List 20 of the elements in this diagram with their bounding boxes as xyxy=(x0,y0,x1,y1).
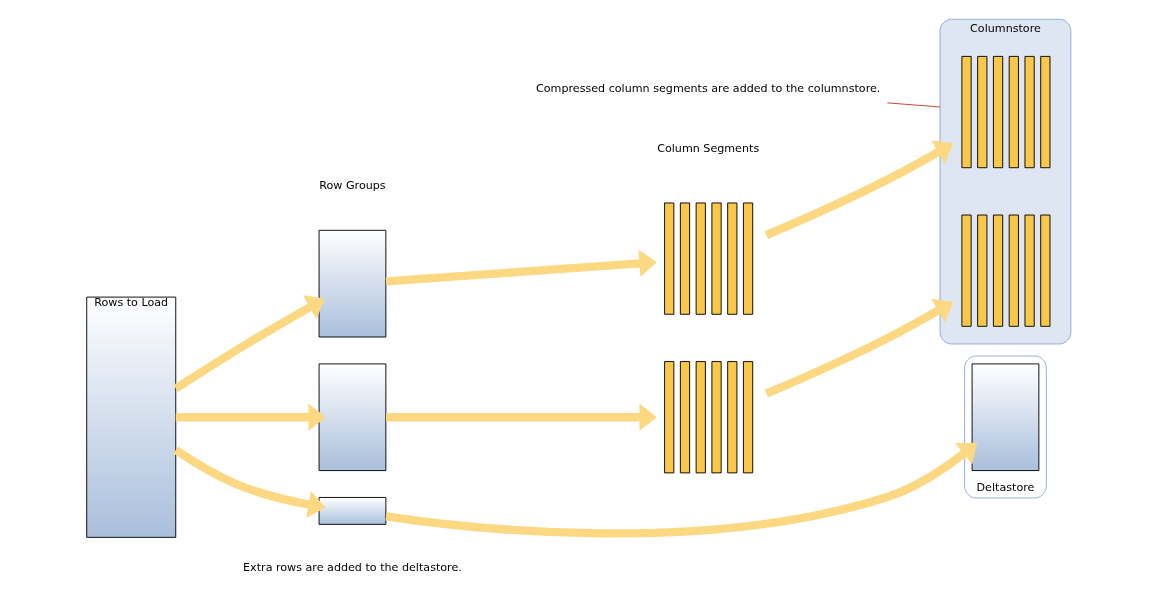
node-box xyxy=(318,229,387,338)
arrow xyxy=(385,249,657,286)
arrow xyxy=(385,442,978,538)
label: Row Groups xyxy=(319,179,386,193)
arrow xyxy=(173,295,325,392)
node-box: Rows to Load xyxy=(86,296,177,538)
node-box xyxy=(971,363,1040,472)
node-box xyxy=(318,363,387,472)
arrow xyxy=(764,140,954,239)
cluster: Columnstore xyxy=(939,18,1072,345)
arrow xyxy=(175,403,326,431)
node-label: Extra rows are added to the deltastore. xyxy=(243,561,462,575)
label: Column Segments xyxy=(657,142,760,156)
cluster: Deltastore xyxy=(964,355,1047,499)
node-text: Compressed column segments are added to the columnstore. xyxy=(536,81,881,95)
node-box xyxy=(318,497,387,525)
arrow xyxy=(173,446,326,519)
arrow xyxy=(386,403,657,431)
connector xyxy=(886,102,941,108)
arrow xyxy=(764,298,954,398)
